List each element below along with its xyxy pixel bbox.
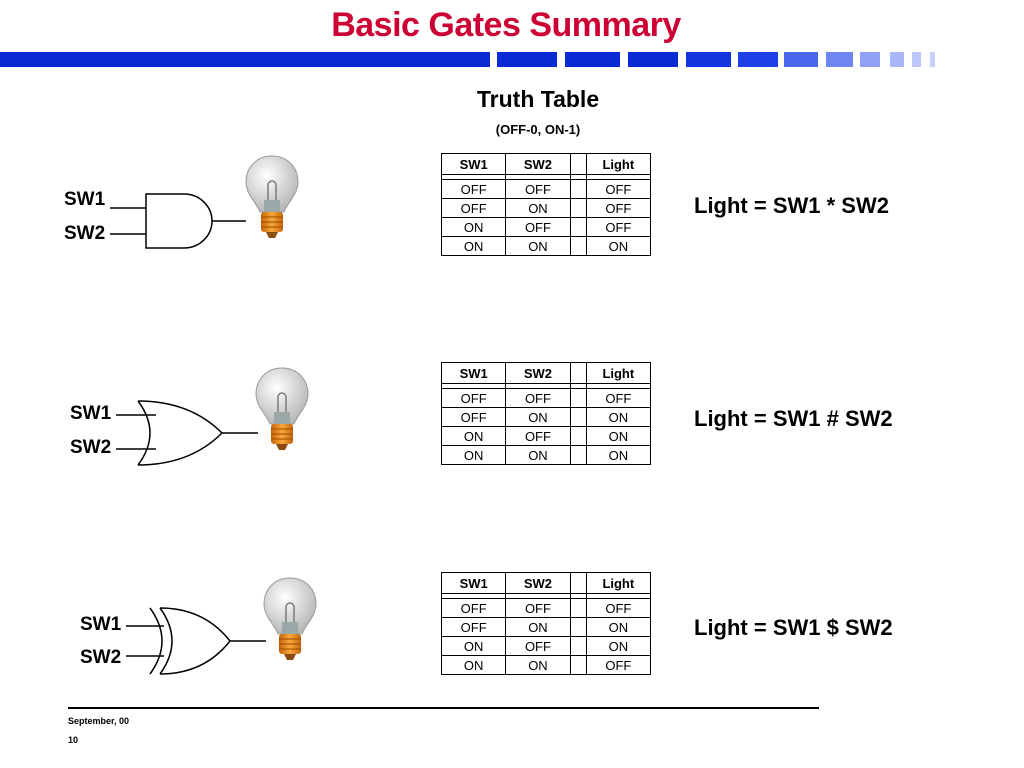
table-cell: ON <box>585 636 652 656</box>
and-equation: Light = SW1 * SW2 <box>694 193 889 218</box>
column-header: SW2 <box>505 362 571 384</box>
table-cell: ON <box>440 236 507 256</box>
column-header <box>569 362 587 384</box>
and-gate-icon <box>110 193 246 249</box>
footer-divider <box>68 707 819 709</box>
table-row: OFF ON OFF <box>440 198 652 218</box>
table-row: OFF ON ON <box>440 407 652 427</box>
table-cell <box>569 236 587 256</box>
table-cell <box>569 198 587 218</box>
table-row: ON OFF ON <box>440 636 652 656</box>
table-row: ON OFF ON <box>440 426 652 446</box>
and-input2-label: SW2 <box>64 223 106 244</box>
table-row: OFF OFF OFF <box>440 388 652 408</box>
table-cell: OFF <box>505 598 571 618</box>
table-cell: ON <box>440 217 507 237</box>
table-cell: OFF <box>505 179 571 199</box>
table-cell: ON <box>585 236 652 256</box>
xor-gate-icon <box>126 607 266 675</box>
table-cell: OFF <box>440 388 507 408</box>
table-cell: OFF <box>505 426 571 446</box>
or-truth-table: SW1 SW2 Light OFF OFF OFF OFF ON ON ON O… <box>440 362 652 465</box>
table-cell: OFF <box>585 598 652 618</box>
table-cell <box>569 598 587 618</box>
xor-input1-label: SW1 <box>80 614 122 635</box>
truth-table-subtitle: (OFF-0, ON-1) <box>495 122 581 137</box>
table-cell <box>569 655 587 675</box>
and-input1-label: SW1 <box>64 189 106 210</box>
xor-input2-label: SW2 <box>80 647 122 668</box>
table-cell: ON <box>585 407 652 427</box>
table-cell <box>569 407 587 427</box>
table-cell: OFF <box>440 407 507 427</box>
column-header: SW2 <box>505 572 571 594</box>
table-cell: ON <box>505 617 571 637</box>
or-input1-label: SW1 <box>70 403 112 424</box>
footer-date: September, 00 <box>68 716 130 726</box>
table-header-row: SW1 SW2 Light <box>440 153 652 175</box>
table-cell: ON <box>505 198 571 218</box>
lightbulb-icon <box>263 577 317 660</box>
table-cell: OFF <box>505 217 571 237</box>
slide-title: Basic Gates Summary <box>331 6 681 44</box>
table-cell: OFF <box>585 655 652 675</box>
table-cell: OFF <box>585 217 652 237</box>
table-cell <box>569 617 587 637</box>
table-cell: OFF <box>505 636 571 656</box>
table-cell: OFF <box>440 198 507 218</box>
column-header <box>569 572 587 594</box>
table-header-row: SW1 SW2 Light <box>440 572 652 594</box>
table-row: ON ON ON <box>440 445 652 465</box>
table-row: ON ON OFF <box>440 655 652 675</box>
column-header: SW1 <box>440 362 507 384</box>
table-cell <box>569 426 587 446</box>
column-header: Light <box>585 362 652 384</box>
table-cell <box>569 179 587 199</box>
column-header: SW1 <box>440 153 507 175</box>
table-header-row: SW1 SW2 Light <box>440 362 652 384</box>
table-cell <box>569 445 587 465</box>
column-header <box>569 153 587 175</box>
table-cell: OFF <box>440 598 507 618</box>
or-equation: Light = SW1 # SW2 <box>694 406 893 431</box>
table-row: ON ON ON <box>440 236 652 256</box>
table-cell: OFF <box>505 388 571 408</box>
table-cell: ON <box>585 445 652 465</box>
page-number: 10 <box>68 735 79 745</box>
table-cell: OFF <box>585 179 652 199</box>
column-header: Light <box>585 153 652 175</box>
and-truth-table: SW1 SW2 Light OFF OFF OFF OFF ON OFF ON … <box>440 153 652 256</box>
or-gate-icon <box>116 400 258 466</box>
table-cell: ON <box>440 655 507 675</box>
table-cell: OFF <box>585 388 652 408</box>
xor-equation: Light = SW1 $ SW2 <box>694 615 893 640</box>
table-cell <box>569 388 587 408</box>
or-input2-label: SW2 <box>70 437 112 458</box>
table-cell: ON <box>440 445 507 465</box>
table-row: OFF ON ON <box>440 617 652 637</box>
column-header: SW1 <box>440 572 507 594</box>
column-header: SW2 <box>505 153 571 175</box>
table-cell: ON <box>505 407 571 427</box>
table-cell <box>569 636 587 656</box>
table-cell: OFF <box>440 617 507 637</box>
table-row: OFF OFF OFF <box>440 179 652 199</box>
table-cell: ON <box>440 426 507 446</box>
table-cell: ON <box>585 617 652 637</box>
table-cell: ON <box>585 426 652 446</box>
truth-table-title: Truth Table <box>476 86 600 112</box>
lightbulb-icon <box>255 367 309 450</box>
table-cell: OFF <box>440 179 507 199</box>
column-header: Light <box>585 572 652 594</box>
table-cell: ON <box>440 636 507 656</box>
table-cell: ON <box>505 236 571 256</box>
lightbulb-icon <box>245 155 299 238</box>
table-cell: ON <box>505 655 571 675</box>
table-row: ON OFF OFF <box>440 217 652 237</box>
xor-truth-table: SW1 SW2 Light OFF OFF OFF OFF ON ON ON O… <box>440 572 652 675</box>
table-cell <box>569 217 587 237</box>
table-row: OFF OFF OFF <box>440 598 652 618</box>
table-cell: OFF <box>585 198 652 218</box>
table-cell: ON <box>505 445 571 465</box>
